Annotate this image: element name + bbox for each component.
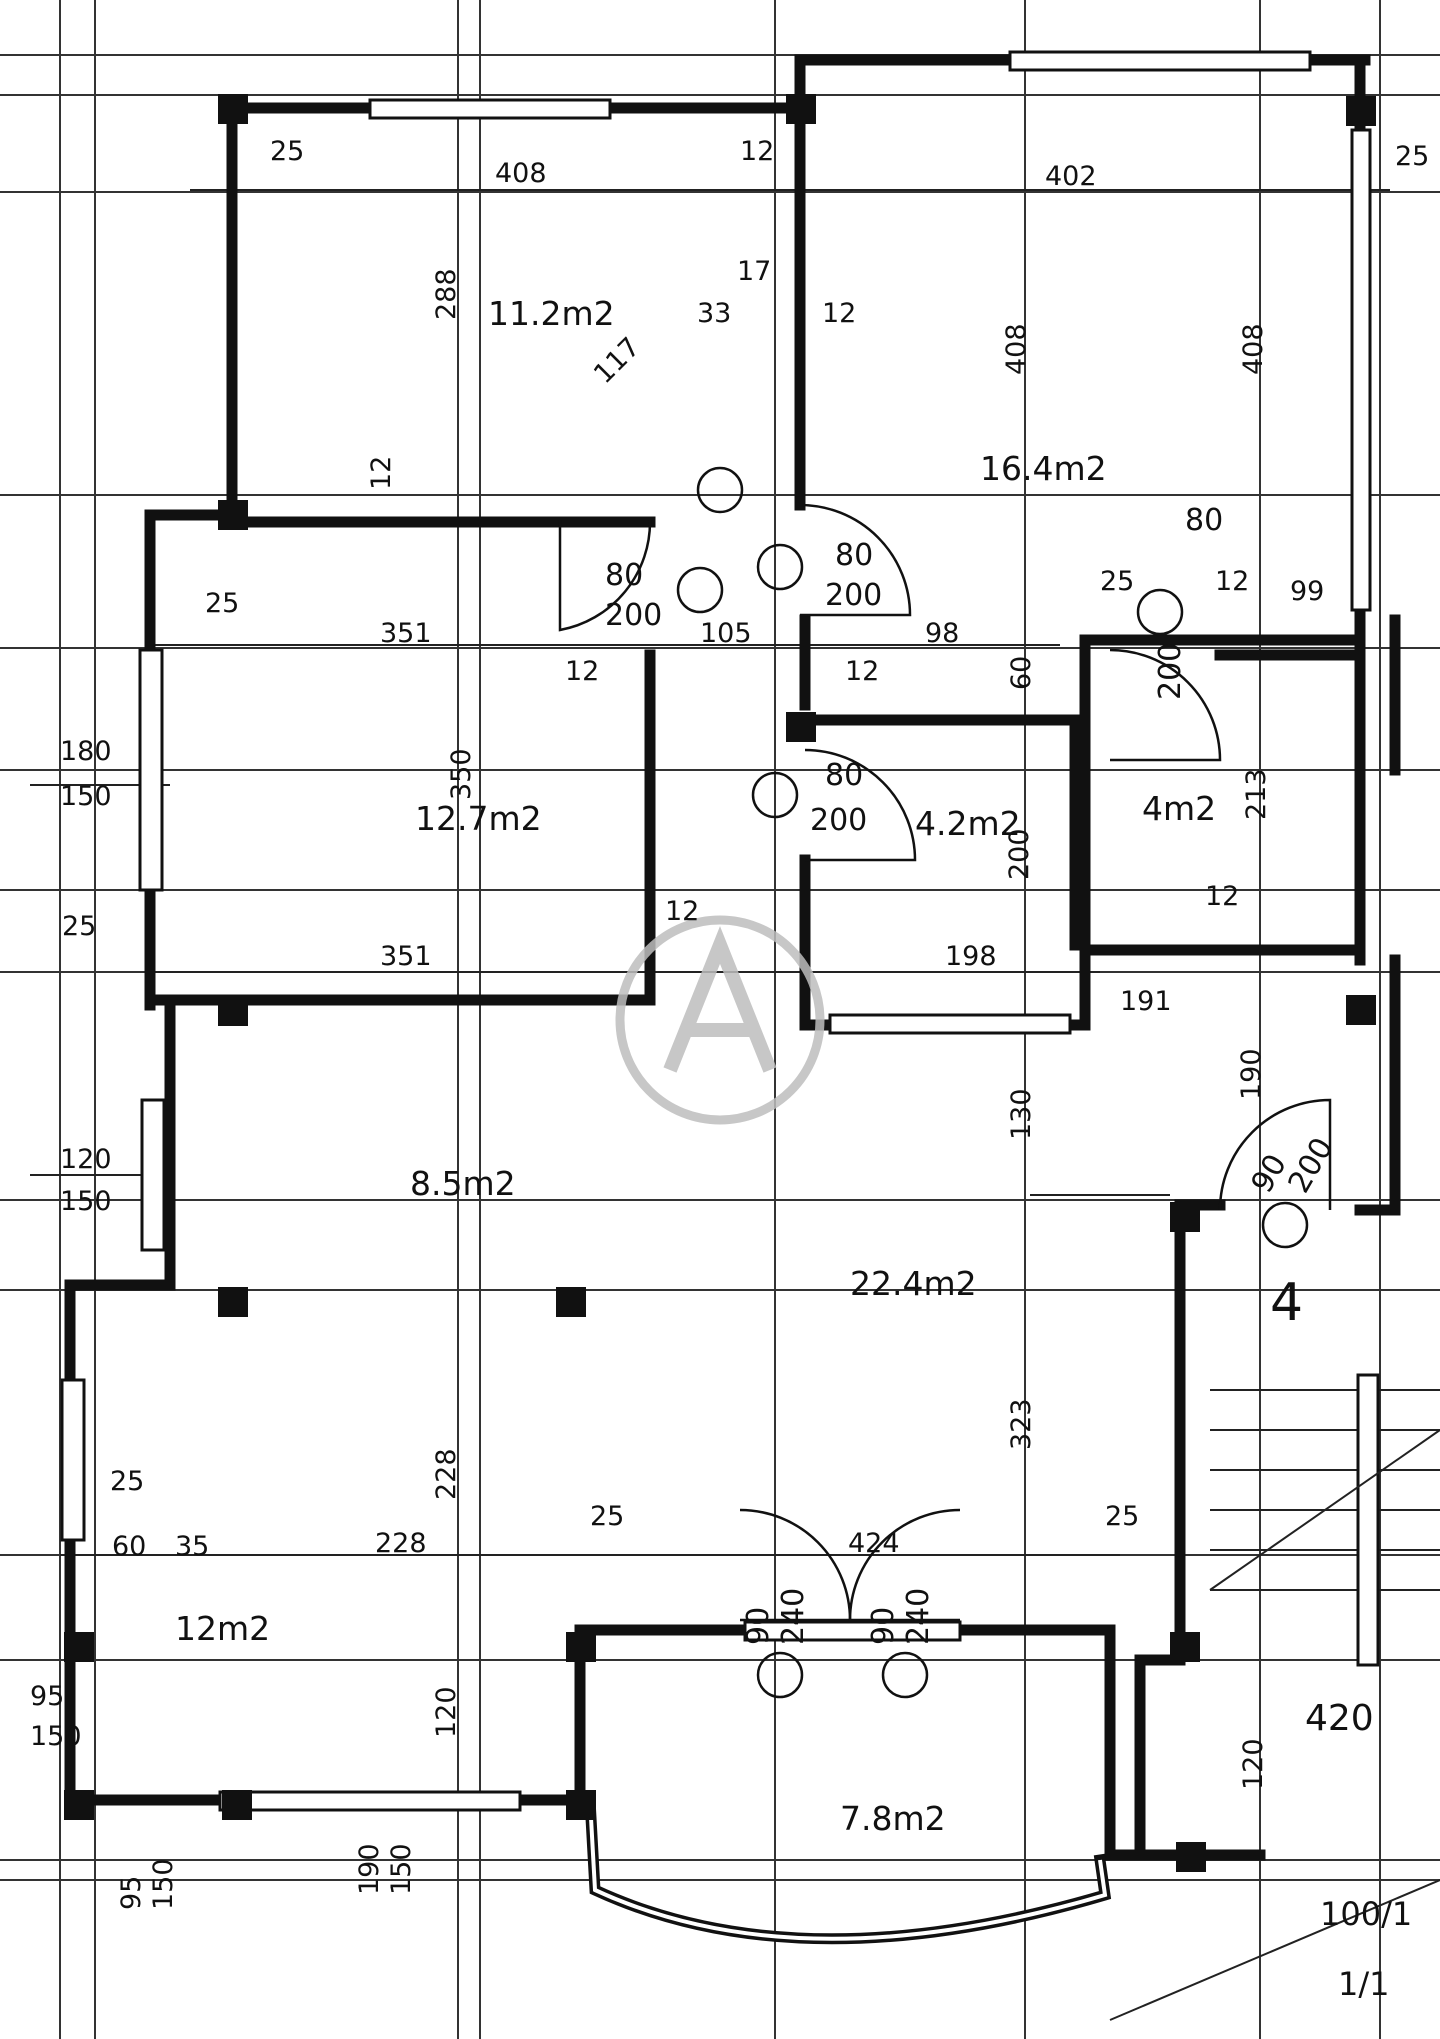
dimension-label: 12 [1215,566,1249,597]
dimension-label: 35 [175,1531,209,1562]
section-ref-label-2: 1/1 [1338,1965,1390,2003]
dimension-label: 60 [1006,656,1037,690]
dimension-label: 12 [740,136,774,167]
dimension-label: 120 [1238,1738,1269,1790]
door-height-label: 200 [1282,1132,1341,1199]
dimension-label: 120 [431,1686,462,1738]
door-labels: 80 200 80 200 80 200 80 200 90 240 90 24… [605,503,1341,1645]
room-area-label: 4m2 [1142,789,1216,828]
room-area-label: 4.2m2 [915,804,1021,843]
dimension-label: 12 [845,656,879,687]
dimension-label: 99 [1290,576,1324,607]
dimension-label: 351 [380,941,432,972]
dimension-label: 198 [945,941,997,972]
dimension-label: 402 [1045,161,1097,192]
dimension-label: 95 [116,1876,147,1910]
dimension-label: 117 [588,332,646,390]
stair-labels: 4 420 100/1 1/1 [1270,1273,1412,2003]
dimension-label: 213 [1241,768,1272,820]
dimension-label: 180 [60,736,112,767]
dimension-label: 60 [112,1531,146,1562]
dimension-label: 33 [697,298,731,329]
dimension-label: 105 [700,618,752,649]
dimension-label: 17 [737,256,771,287]
dimension-label: 191 [1120,986,1172,1017]
door-width-label: 80 [835,538,873,573]
dimension-label: 323 [1006,1398,1037,1450]
dimension-label: 150 [60,781,112,812]
dimension-label: 150 [386,1843,417,1895]
dimension-label: 408 [495,158,547,189]
dimension-label: 408 [1238,323,1269,375]
door-width-label: 80 [605,558,643,593]
room-area-label: 12.7m2 [415,799,542,838]
door-swings [558,466,1332,1699]
dimension-label: 288 [431,268,462,320]
room-area-label: 16.4m2 [980,449,1107,488]
door-height-label: 240 [901,1588,936,1645]
dimension-label: 150 [60,1186,112,1217]
room-area-label: 11.2m2 [488,294,615,333]
dimension-label: 228 [375,1528,427,1559]
dimension-label: 25 [205,588,239,619]
windows [60,50,1372,1812]
stair-width-label: 420 [1305,1698,1374,1739]
dimension-label: 190 [354,1843,385,1895]
door-height-label: 200 [810,803,867,838]
dimension-label: 98 [925,618,959,649]
dimension-label: 351 [380,618,432,649]
dimension-label: 120 [60,1144,112,1175]
watermark-logo [615,915,825,1125]
dimension-label: 25 [1105,1501,1139,1532]
dimension-label: 200 [1004,828,1035,880]
room-area-label: 8.5m2 [410,1164,516,1203]
dimension-lines [30,189,1390,1556]
dimension-label: 12 [665,896,699,927]
door-height-label: 200 [1153,643,1188,700]
dimension-label: 350 [446,748,477,800]
columns [64,94,1376,1872]
door-height-label: 200 [605,598,662,633]
dimension-label: 12 [1205,881,1239,912]
dimension-label: 25 [1100,566,1134,597]
dimension-label: 150 [30,1721,82,1752]
dimension-label: 25 [62,911,96,942]
door-height-label: 240 [776,1588,811,1645]
staircase [1109,1373,1440,2021]
dimension-label: 25 [110,1466,144,1497]
stair-number: 4 [1270,1273,1303,1333]
door-width-label: 80 [1185,503,1223,538]
dimension-label: 12 [822,298,856,329]
room-area-label: 22.4m2 [850,1264,977,1303]
door-width-label: 90 [741,1607,776,1645]
dimension-label: 12 [366,456,397,490]
dimension-label: 130 [1006,1088,1037,1140]
dimension-label: 12 [565,656,599,687]
dimension-label: 25 [1395,141,1429,172]
dimension-label: 150 [148,1858,179,1910]
door-height-label: 200 [825,578,882,613]
dimension-label: 190 [1236,1048,1267,1100]
door-width-label: 80 [825,758,863,793]
dimension-label: 95 [30,1681,64,1712]
door-width-label: 90 [866,1607,901,1645]
dimension-label: 25 [270,136,304,167]
dimension-label: 424 [848,1528,900,1559]
room-area-label: 7.8m2 [840,1799,946,1838]
dimension-label: 228 [431,1448,462,1500]
dimension-label: 25 [590,1501,624,1532]
room-labels: 11.2m2 16.4m2 12.7m2 4.2m2 4m2 8.5m2 22.… [175,294,1216,1838]
dimension-label: 408 [1001,323,1032,375]
section-ref-label: 100/1 [1320,1895,1412,1933]
dimension-labels: 408 402 288 408 408 351 351 350 105 98 9… [30,136,1429,1910]
room-area-label: 12m2 [175,1609,270,1648]
